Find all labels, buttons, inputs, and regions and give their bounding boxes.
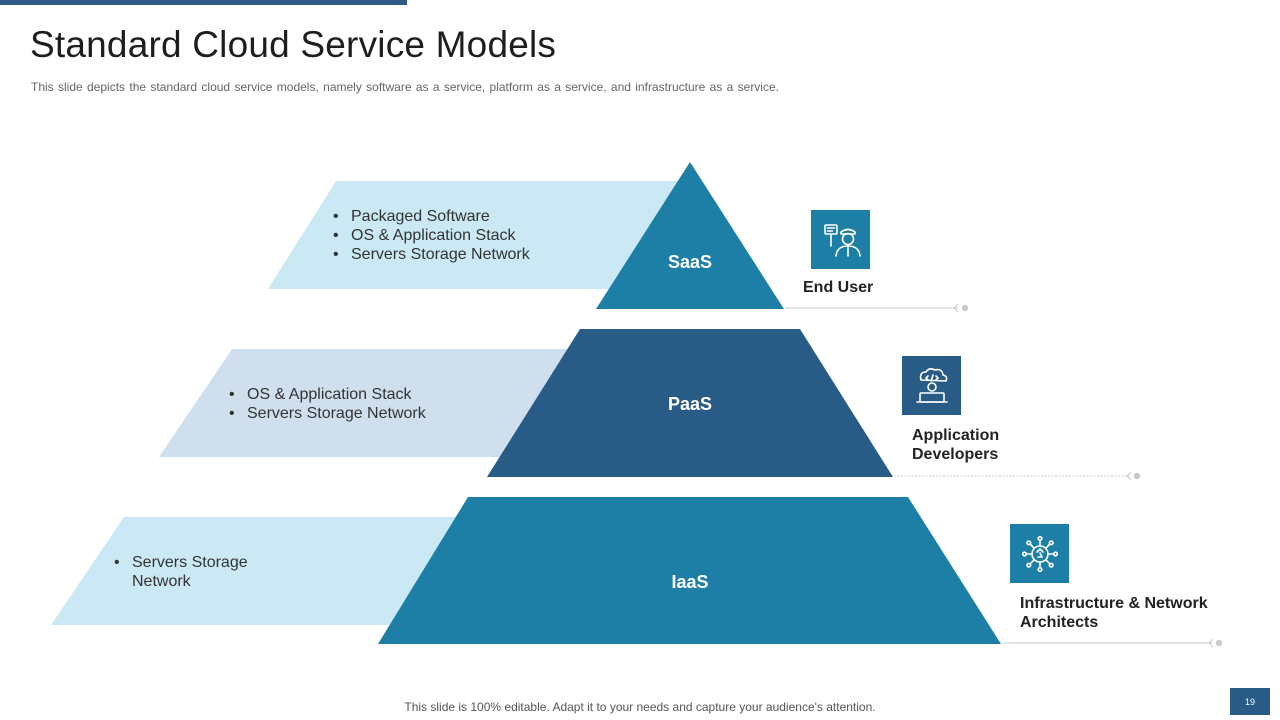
paas-role-label: Application Developers <box>912 426 999 464</box>
paas-connector <box>894 471 1141 481</box>
list-item: OS & Application Stack <box>332 226 530 245</box>
role-line: Application <box>912 427 1000 444</box>
iaas-band <box>51 517 470 625</box>
saas-connector <box>785 303 969 313</box>
role-line: Architects <box>1020 614 1099 631</box>
paas-bullet-list: OS & Application Stack Servers Storage N… <box>228 385 426 423</box>
list-item: Servers Storage Network <box>228 404 426 423</box>
iaas-tier <box>378 497 1001 644</box>
iaas-tier-label: IaaS <box>671 572 708 592</box>
iaas-connector <box>1002 638 1223 648</box>
saas-tier <box>596 162 784 309</box>
list-item: OS & Application Stack <box>228 385 426 404</box>
page-number: 19 <box>1230 688 1270 715</box>
slide-title: Standard Cloud Service Models <box>30 24 557 65</box>
list-item: Servers Storage Network <box>113 553 248 591</box>
network-architect-icon <box>1010 524 1069 583</box>
role-line: Infrastructure & Network <box>1020 595 1208 612</box>
paas-tier-label: PaaS <box>668 394 712 414</box>
list-item: Packaged Software <box>332 207 530 226</box>
developer-icon <box>902 356 961 415</box>
iaas-role-label: Infrastructure & Network Architects <box>1020 594 1208 632</box>
saas-bullet-list: Packaged Software OS & Application Stack… <box>332 207 530 264</box>
bullet-line: Servers Storage <box>132 554 248 571</box>
saas-role-label: End User <box>803 279 874 296</box>
slide-subtitle: This slide depicts the standard cloud se… <box>31 80 779 94</box>
saas-tier-label: SaaS <box>668 252 712 272</box>
list-item: Servers Storage Network <box>332 245 530 264</box>
paas-tier <box>487 329 893 477</box>
slide-footer: This slide is 100% editable. Adapt it to… <box>404 700 876 714</box>
top-accent-bar <box>0 0 407 5</box>
role-line: Developers <box>912 446 999 463</box>
bullet-line: Network <box>132 573 191 590</box>
end-user-icon <box>811 210 870 269</box>
iaas-bullet-list: Servers Storage Network <box>113 553 248 591</box>
